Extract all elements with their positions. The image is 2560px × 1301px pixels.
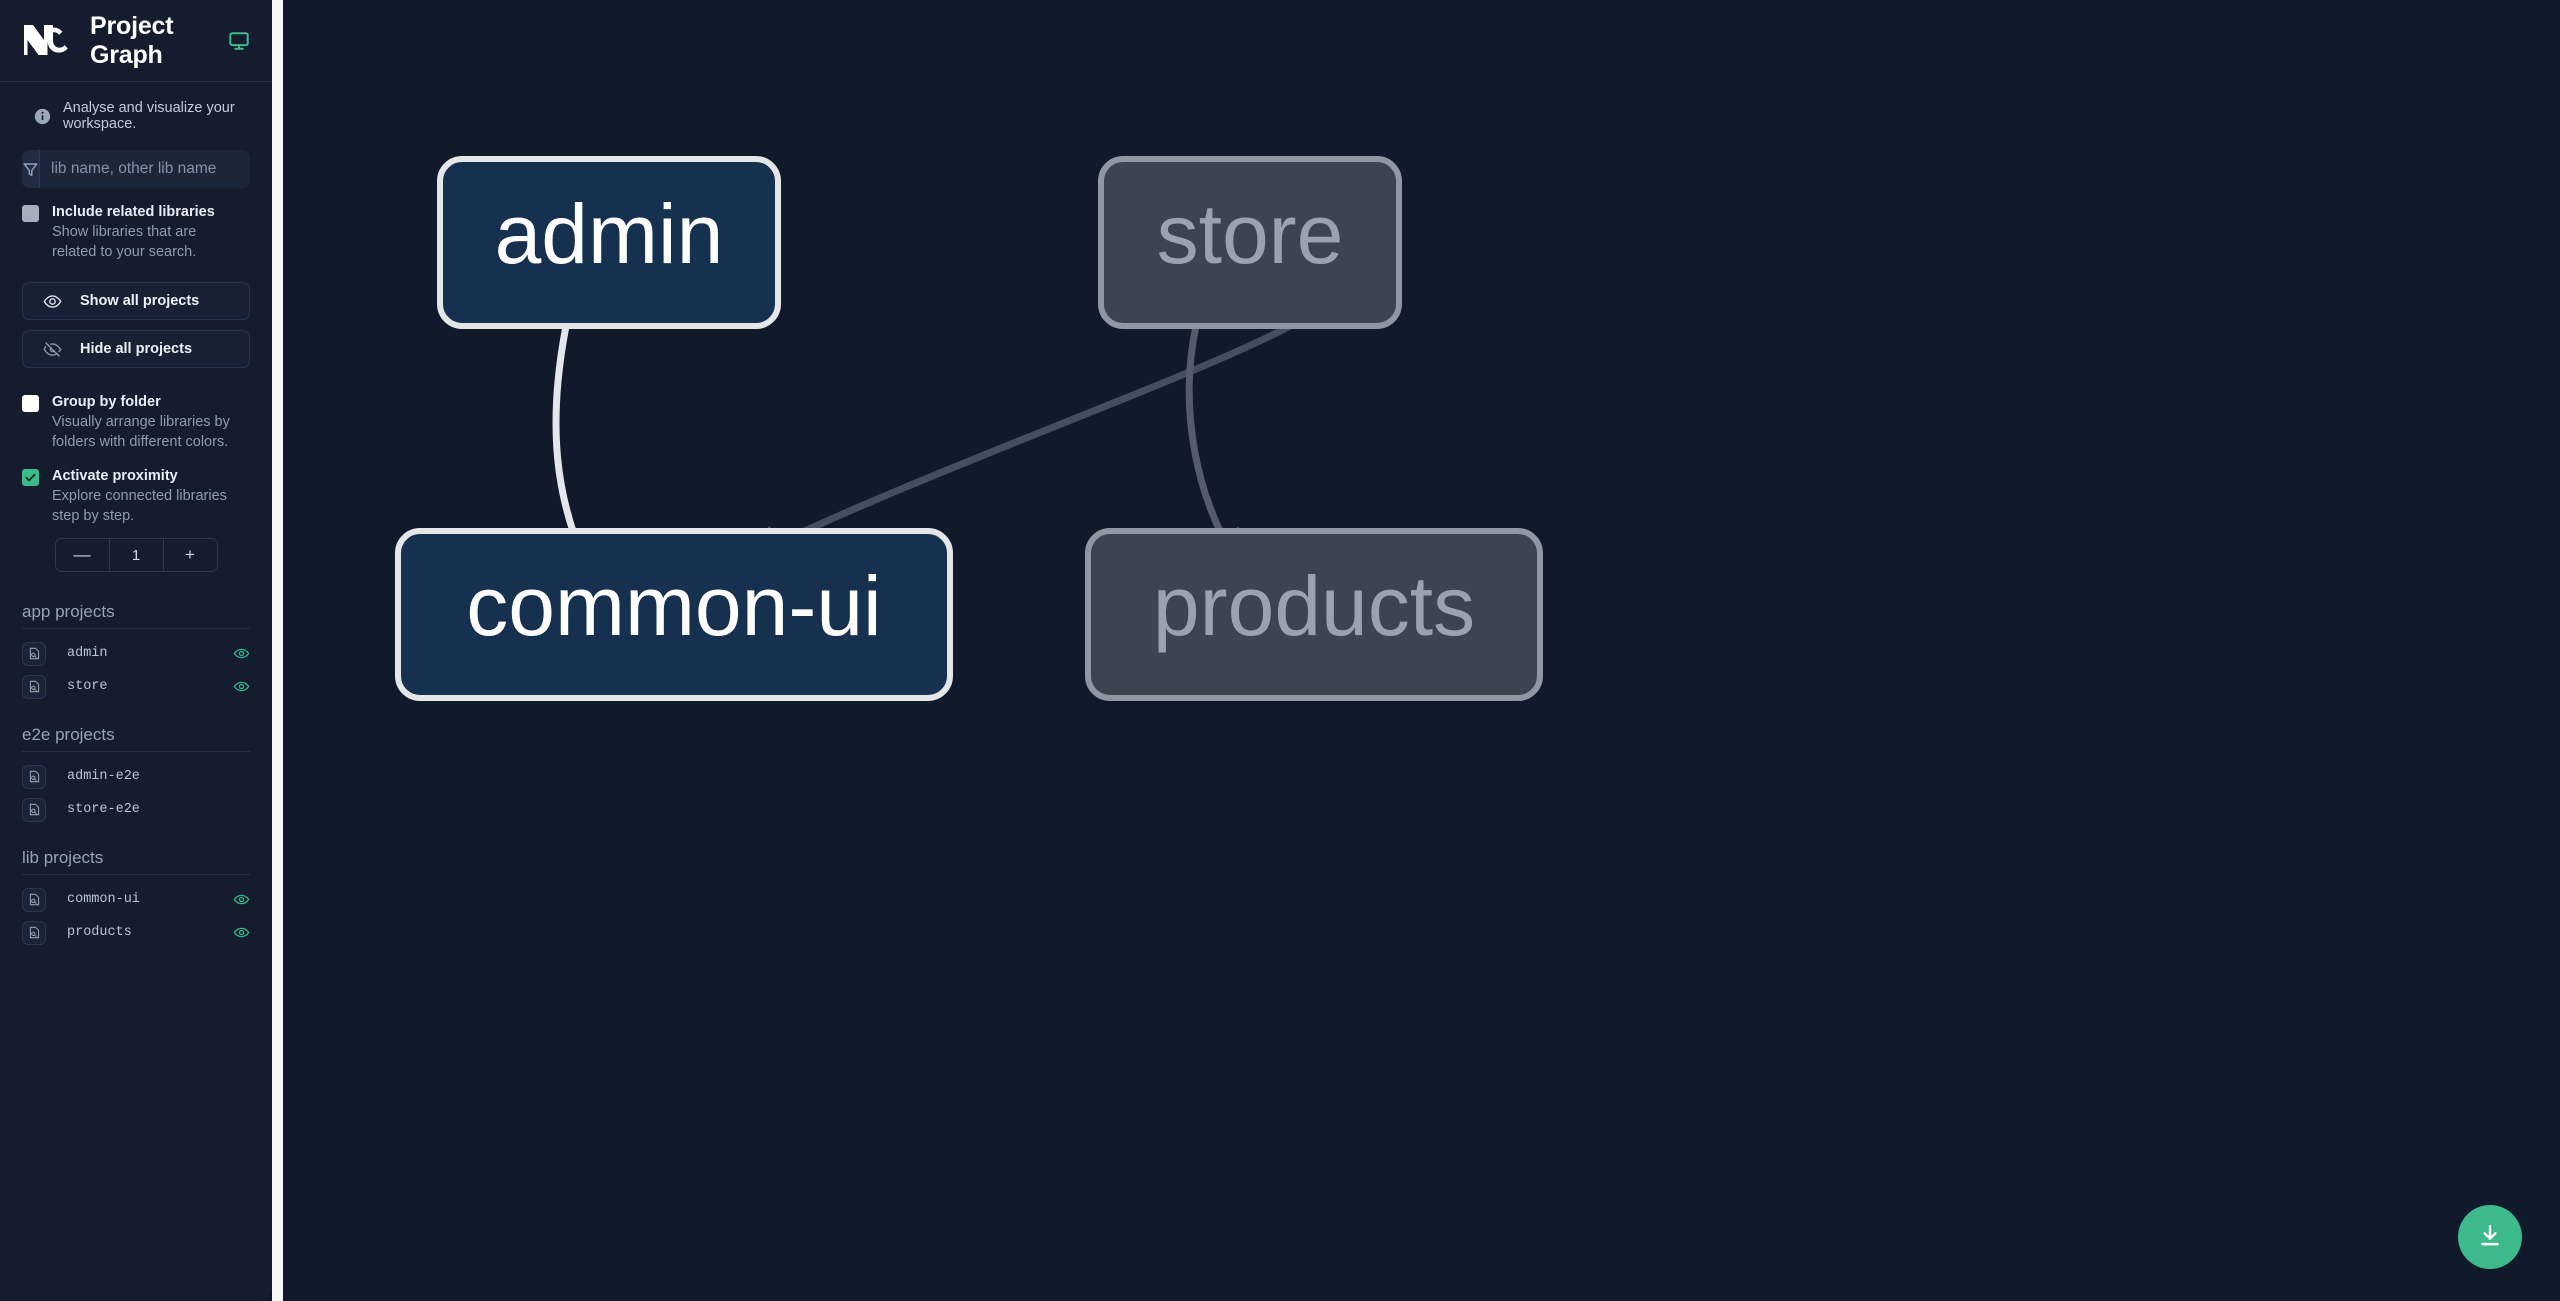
hide-all-projects-button[interactable]: Hide all projects [22, 330, 250, 368]
sidebar-header: Project Graph [0, 0, 272, 82]
proximity-stepper-wrap: — 1 + [0, 526, 272, 572]
page-title: Project Graph [90, 11, 174, 69]
node-label: admin [495, 187, 724, 281]
project-group-app: app projects admin [22, 602, 250, 703]
project-file-icon[interactable] [22, 920, 46, 945]
filter-button[interactable] [22, 150, 40, 188]
search-input[interactable] [40, 150, 250, 188]
project-group-title: lib projects [22, 848, 250, 875]
node-rect[interactable] [437, 156, 781, 329]
project-name: store [67, 679, 108, 694]
sidebar-gap [283, 0, 288, 1301]
show-all-projects-label: Show all projects [80, 293, 200, 309]
include-related-label: Include related libraries [52, 204, 215, 220]
project-name: products [67, 925, 132, 940]
graph-edges [552, 322, 1292, 582]
graph-node-admin[interactable]: admin [437, 156, 781, 329]
project-group-e2e: e2e projects admin-e2e [22, 725, 250, 826]
group-by-folder-row[interactable]: Group by folder Visually arrange librari… [0, 378, 272, 452]
workspace-blurb: Analyse and visualize your workspace. [0, 82, 272, 146]
proximity-stepper: — 1 + [54, 538, 218, 572]
graph-node-store[interactable]: store [1098, 156, 1402, 329]
node-label: common-ui [466, 559, 881, 653]
project-groups: app projects admin [0, 572, 272, 949]
project-file-icon[interactable] [22, 764, 46, 789]
edge-admin-to-common-ui [552, 325, 594, 582]
project-file-icon[interactable] [22, 674, 46, 699]
node-rect[interactable] [395, 528, 953, 701]
hide-all-projects-label: Hide all projects [80, 341, 193, 357]
funnel-icon [22, 161, 39, 178]
group-by-folder-description: Visually arrange libraries by folders wi… [52, 414, 230, 450]
project-visibility-eye-icon[interactable] [233, 924, 250, 941]
project-name: admin [67, 646, 108, 661]
node-label: products [1153, 559, 1475, 653]
project-file-icon[interactable] [22, 887, 46, 912]
proximity-increment-button[interactable]: + [163, 539, 217, 571]
activate-proximity-label: Activate proximity [52, 468, 178, 484]
visibility-buttons: Show all projects Hide all projects [0, 262, 272, 368]
sidebar: Project Graph [0, 0, 272, 1301]
include-related-checkbox[interactable] [22, 205, 39, 222]
project-row-store-e2e[interactable]: store-e2e [22, 793, 250, 826]
info-icon [34, 108, 51, 125]
download-icon [2477, 1223, 2503, 1252]
proximity-value: 1 [108, 539, 164, 571]
download-graph-button[interactable] [2458, 1205, 2522, 1269]
sidebar-container: Project Graph [0, 0, 288, 1301]
include-related-description: Show libraries that are related to your … [52, 224, 197, 260]
project-row-admin-e2e[interactable]: admin-e2e [22, 760, 250, 793]
project-visibility-eye-icon[interactable] [233, 891, 250, 908]
nx-logo-icon [22, 21, 68, 61]
group-by-folder-label: Group by folder [52, 394, 161, 410]
activate-proximity-checkbox[interactable] [22, 469, 39, 486]
project-row-store[interactable]: store [22, 670, 250, 703]
activate-proximity-row[interactable]: Activate proximity Explore connected lib… [0, 452, 272, 526]
project-graph-svg: admin store common-ui products [395, 156, 1543, 701]
project-group-lib: lib projects common-ui [22, 848, 250, 949]
node-label: store [1157, 187, 1344, 281]
edge-store-to-common-ui [736, 322, 1292, 564]
search-row [0, 146, 272, 188]
search-box [22, 150, 250, 188]
eye-off-icon [43, 340, 62, 359]
project-file-icon[interactable] [22, 641, 46, 666]
node-rect[interactable] [1098, 156, 1402, 329]
project-file-icon[interactable] [22, 797, 46, 822]
project-name: admin-e2e [67, 769, 140, 784]
graph-node-products[interactable]: products [1085, 528, 1543, 701]
workspace-blurb-text: Analyse and visualize your workspace. [63, 100, 235, 132]
project-group-title: e2e projects [22, 725, 250, 752]
group-by-folder-checkbox[interactable] [22, 395, 39, 412]
project-visibility-eye-icon[interactable] [233, 645, 250, 662]
project-visibility-eye-icon[interactable] [233, 678, 250, 695]
project-row-admin[interactable]: admin [22, 637, 250, 670]
project-name: store-e2e [67, 802, 140, 817]
project-group-title: app projects [22, 602, 250, 629]
monitor-icon[interactable] [228, 30, 250, 52]
show-all-projects-button[interactable]: Show all projects [22, 282, 250, 320]
graph-node-common-ui[interactable]: common-ui [395, 528, 953, 701]
include-related-libraries-row[interactable]: Include related libraries Show libraries… [0, 188, 272, 262]
eye-icon [43, 292, 62, 311]
project-name: common-ui [67, 892, 140, 907]
graph-canvas[interactable]: admin store common-ui products [288, 0, 2560, 1301]
project-row-common-ui[interactable]: common-ui [22, 883, 250, 916]
node-rect[interactable] [1085, 528, 1543, 701]
sidebar-scrollbar[interactable] [272, 0, 283, 1301]
proximity-decrement-button[interactable]: — [55, 539, 109, 571]
project-row-products[interactable]: products [22, 916, 250, 949]
activate-proximity-description: Explore connected libraries step by step… [52, 488, 227, 524]
